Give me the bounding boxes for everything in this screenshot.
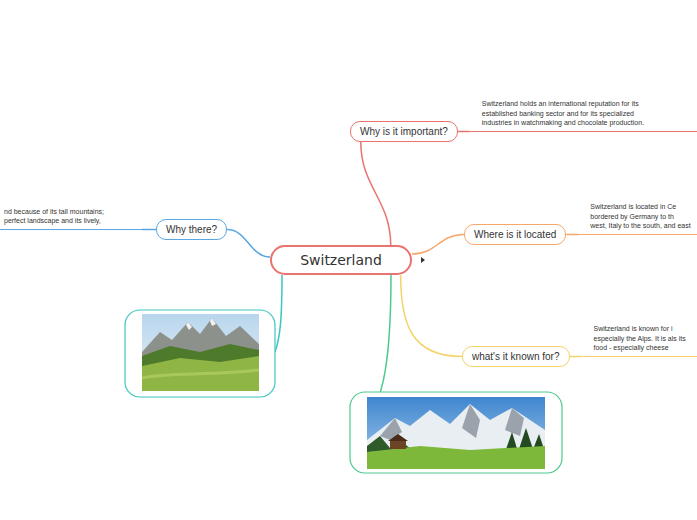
meadow: [367, 446, 545, 469]
main-topic: Why is it important?: [350, 121, 458, 142]
topic-label: Where is it located: [474, 229, 556, 240]
rock: [462, 404, 480, 438]
branch-connector: [570, 356, 582, 358]
topic-label: Why is it important?: [360, 126, 448, 137]
branch-connector: [412, 235, 464, 255]
main-topic: Why there?: [156, 219, 227, 240]
branch-connector: [566, 234, 578, 236]
branch-connector: [227, 230, 270, 258]
central-topic: Switzerland: [270, 245, 412, 275]
note-text: Switzerland is known for i especially th…: [594, 324, 692, 352]
topic-label: Why there?: [166, 224, 217, 235]
mountain-photo: [142, 314, 259, 391]
mountain-photo: [367, 397, 545, 469]
snow: [186, 322, 192, 330]
note-text: Switzerland is located in Ce bordered by…: [590, 202, 692, 230]
subtopic-note: Switzerland is known for i especially th…: [582, 324, 697, 356]
sky: [367, 397, 545, 469]
main-topic: Where is it located: [464, 224, 566, 245]
sky: [142, 314, 259, 391]
note-text: nd because of its tall mountains; perfec…: [4, 207, 122, 226]
branch-connector: [361, 142, 391, 245]
note-text: Switzerland holds an international reput…: [482, 99, 652, 127]
branch-connector: [401, 275, 462, 357]
subtopic-note: nd because of its tall mountains; perfec…: [0, 207, 142, 230]
hut: [390, 440, 406, 449]
topic-label: what's it known for?: [472, 351, 560, 362]
topic-label: Switzerland: [300, 252, 382, 268]
main-topic: what's it known for?: [462, 346, 570, 367]
branch-connector: [142, 229, 156, 231]
picture-frame: [350, 392, 562, 473]
subtopic-note: Switzerland holds an international reput…: [470, 99, 697, 131]
branch-connector: [458, 131, 470, 133]
branch-line: [275, 275, 282, 352]
rock: [505, 408, 524, 436]
snow: [210, 318, 216, 326]
snow-mountains: [367, 404, 545, 450]
hut-roof: [388, 434, 408, 441]
meadow: [142, 356, 259, 391]
picture-frame: [125, 310, 275, 397]
meadow-stripe: [142, 370, 259, 378]
subtopic-note: Switzerland is located in Ce bordered by…: [578, 202, 697, 234]
collapse-marker: [421, 257, 425, 263]
